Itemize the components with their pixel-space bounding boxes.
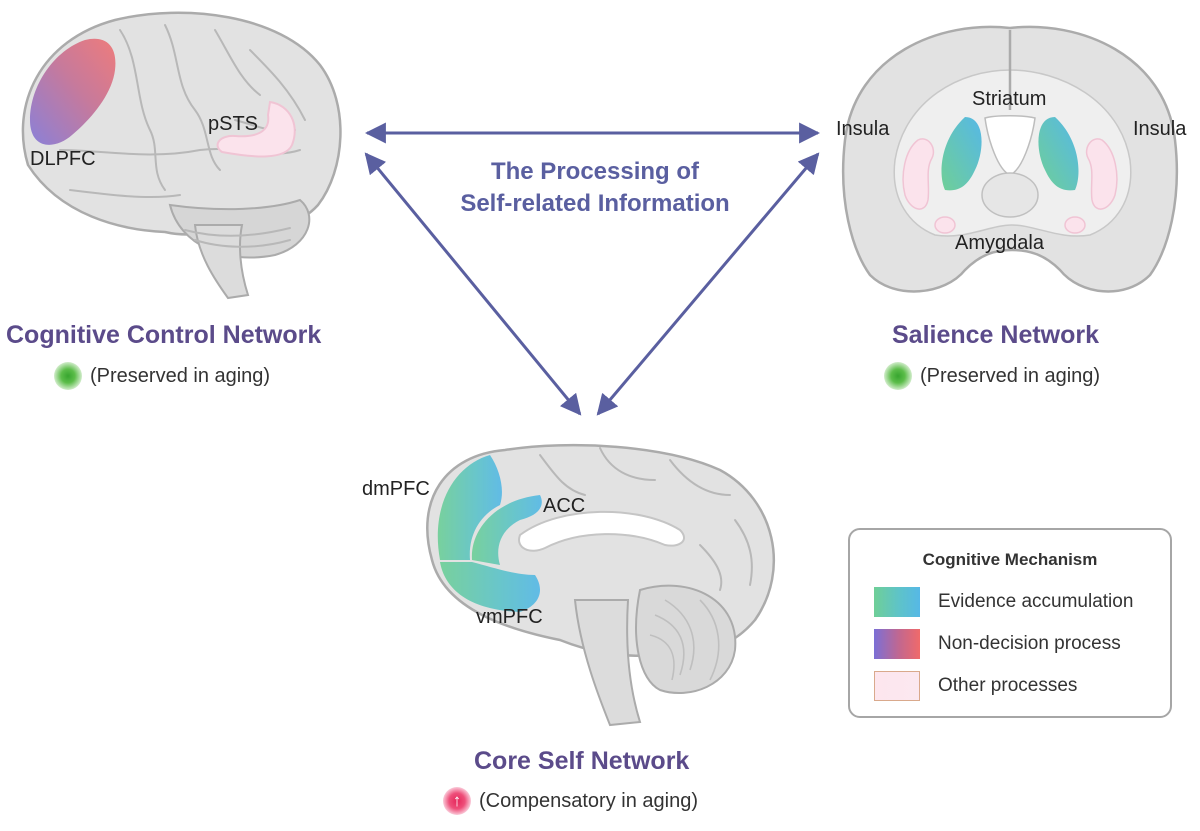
legend-item-non-decision-process: Non-decision process (874, 629, 1121, 659)
legend-swatch-purple-red (874, 629, 920, 659)
lateral-brain-gyri (59, 24, 306, 248)
medial-brain-gyri (539, 447, 753, 591)
vmpfc-region (440, 562, 540, 612)
amygdala-right-region (1064, 216, 1086, 234)
medial-brain-stem (573, 599, 642, 727)
coronal-thalamus (981, 172, 1039, 218)
lateral-brain-illustration (21, 11, 342, 300)
dlpfc-region (30, 38, 116, 145)
legend-swatch-light-pink (874, 671, 920, 701)
label-amygdala: Amygdala (955, 232, 1044, 254)
legend-label: Other processes (938, 675, 1078, 696)
psts-region (216, 100, 296, 158)
insula-left-region (902, 138, 935, 210)
label-insula-right: Insula (1133, 118, 1187, 140)
label-vmpfc: vmPFC (476, 606, 543, 628)
label-dlpfc: DLPFC (30, 148, 96, 170)
legend-title: Cognitive Mechanism (922, 550, 1098, 569)
center-title: The Processing of Self-related Informati… (430, 156, 760, 220)
coronal-ventricles (984, 115, 1036, 176)
salience-network-title: Salience Network (892, 321, 1100, 349)
insula-right-region (1085, 138, 1118, 210)
arrow-cognitive-to-core (364, 152, 582, 416)
center-title-line1: The Processing of (490, 158, 700, 185)
medial-brain-illustration (426, 443, 776, 727)
salience-status-text: (Preserved in aging) (920, 364, 1101, 387)
label-striatum: Striatum (972, 88, 1047, 110)
striatum-left-region (941, 117, 982, 191)
label-psts: pSTS (208, 113, 259, 135)
dmpfc-region (437, 455, 502, 560)
center-title-line2: Self-related Information (460, 190, 730, 217)
coronal-brain-illustration (841, 25, 1179, 293)
label-insula-left: Insula (836, 118, 890, 140)
salience-network-status: (Preserved in aging) (884, 362, 1100, 390)
legend-label: Evidence accumulation (938, 591, 1134, 612)
medial-corpus-callosum (518, 510, 685, 552)
label-dmpfc: dmPFC (362, 478, 430, 500)
legend-label: Non-decision process (938, 633, 1121, 654)
preserved-green-dot-icon (884, 362, 912, 390)
medial-cerebellum-folia (649, 599, 720, 681)
cognitive-control-status-text: (Preserved in aging) (90, 364, 271, 387)
core-self-network-status: ↑ (Compensatory in aging) (443, 787, 698, 815)
label-acc: ACC (543, 495, 586, 517)
cognitive-control-network-title: Cognitive Control Network (6, 321, 322, 349)
arrow-salience-to-core (596, 152, 820, 416)
core-self-status-text: (Compensatory in aging) (479, 789, 698, 812)
preserved-green-dot-icon (54, 362, 82, 390)
network-connection-arrows (364, 122, 821, 416)
legend-item-evidence-accumulation: Evidence accumulation (874, 587, 1133, 617)
core-self-network-title: Core Self Network (474, 747, 690, 775)
legend-swatch-teal-green (874, 587, 920, 617)
striatum-right-region (1038, 117, 1079, 191)
acc-region (471, 495, 542, 565)
legend-item-other-processes: Other processes (874, 671, 1077, 701)
compensatory-up-arrow-icon: ↑ (443, 787, 471, 815)
amygdala-left-region (934, 216, 956, 234)
legend-box: Cognitive Mechanism Evidence accumulatio… (848, 528, 1172, 718)
cognitive-control-network-status: (Preserved in aging) (54, 362, 270, 390)
